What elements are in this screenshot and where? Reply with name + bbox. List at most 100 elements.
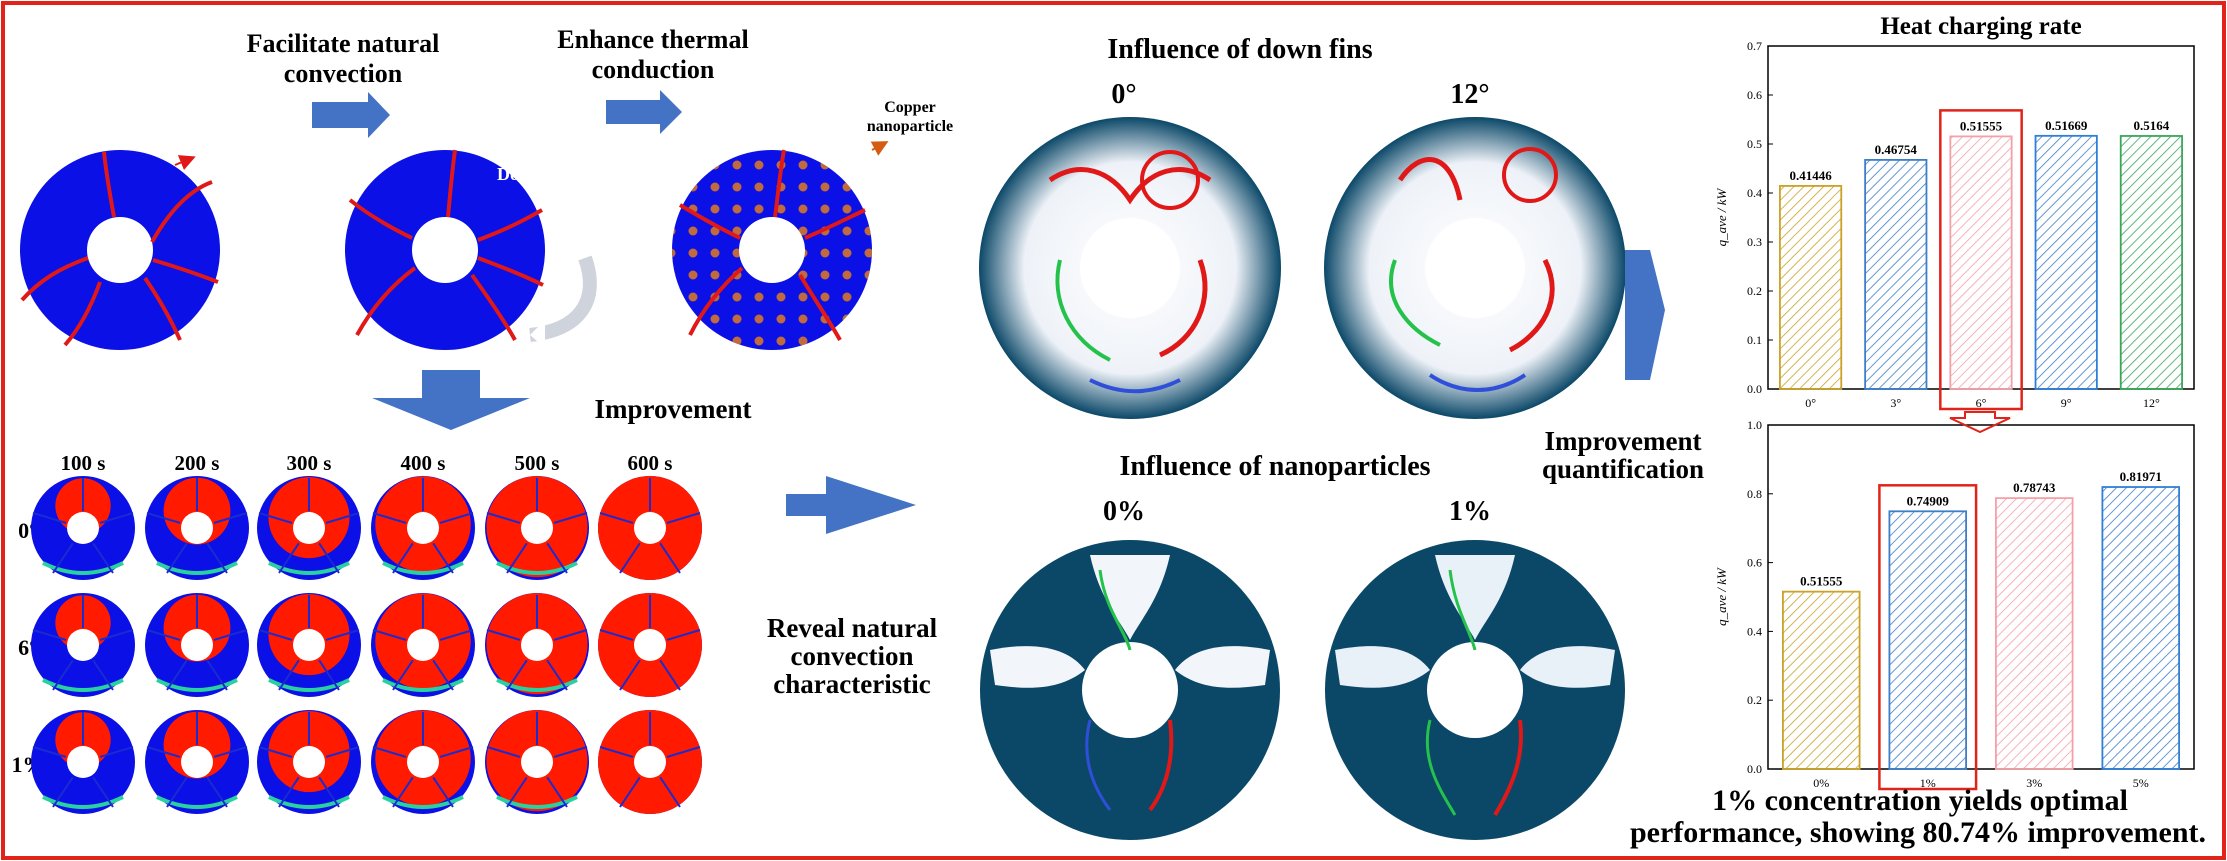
arrow-right-2 xyxy=(606,90,682,134)
disk-nanoparticles xyxy=(672,141,889,350)
bar-9° xyxy=(2034,134,2098,390)
chart-nanoparticle-concentration: 0.0 0.2 0.4 0.6 0.8 1.0 q_ave / kW 0.51555 0% 0.7… xyxy=(1714,418,2195,791)
streamline-fins-12 xyxy=(1324,117,1626,419)
fins-title: Influence of down fins xyxy=(1107,34,1372,65)
bar-12° xyxy=(2119,135,2183,390)
quant-line-2: quantification xyxy=(1542,454,1704,484)
bar-6° xyxy=(1949,135,2013,390)
facilitate-line-1: Facilitate natural xyxy=(247,29,440,58)
x-tick-label: 9° xyxy=(2061,396,2072,410)
streamline-fins-0 xyxy=(979,117,1281,419)
disk-tilted-fins xyxy=(345,149,597,350)
x-tick-label: 0° xyxy=(1805,396,1816,410)
time-label-0-4: 500 s xyxy=(515,451,560,475)
tilt-line-2: Down. xyxy=(497,164,547,184)
arrow-right-1 xyxy=(312,92,390,138)
bar-value-label: 0.5164 xyxy=(2134,118,2170,133)
y-tick-label: 0.0 xyxy=(1747,762,1762,776)
y-tick-label: 0.4 xyxy=(1747,624,1762,638)
melt-snapshot xyxy=(31,593,135,697)
facilitate-line-2: convection xyxy=(284,59,403,88)
y-tick-label: 0.7 xyxy=(1747,39,1762,53)
y-axis-label: q_ave / kW xyxy=(1714,187,1729,246)
time-label-0-5: 600 s xyxy=(628,451,673,475)
bar-value-label: 0.81971 xyxy=(2120,469,2162,484)
streamline-nano-0 xyxy=(980,540,1280,840)
melt-snapshot xyxy=(145,710,249,814)
y-tick-label: 0.8 xyxy=(1747,487,1762,501)
fin-label: Fin xyxy=(205,150,230,169)
y-tick-label: 0.0 xyxy=(1747,382,1762,396)
melt-snapshot xyxy=(371,710,475,814)
bar-value-label: 0.46754 xyxy=(1875,142,1918,157)
bar-value-label: 0.41446 xyxy=(1789,168,1832,183)
highlight-link-arrow xyxy=(1949,411,2011,434)
y-tick-label: 0.6 xyxy=(1747,556,1762,570)
melt-snapshot xyxy=(598,710,702,814)
y-tick-label: 0.2 xyxy=(1747,693,1762,707)
melt-snapshot xyxy=(257,593,361,697)
time-label-0-3: 400 s xyxy=(401,451,446,475)
bar-value-label: 0.51555 xyxy=(1960,118,2003,133)
enhance-line-2: conduction xyxy=(592,55,715,84)
reveal-line-3: characteristic xyxy=(773,669,930,699)
tilt-line-1: Fins tilt xyxy=(495,139,555,159)
fins-label-12: 12° xyxy=(1450,79,1489,110)
y-tick-label: 1.0 xyxy=(1747,418,1762,432)
chart-title: Heat charging rate xyxy=(1880,13,2081,40)
fins-label-0: 0° xyxy=(1111,79,1136,110)
arrow-right-charts xyxy=(1625,250,1665,380)
enhance-line-1: Enhance thermal xyxy=(557,25,748,54)
arrow-down-improvement xyxy=(372,370,530,430)
bar-value-label: 0.51669 xyxy=(2045,118,2088,133)
copper-line-2: nanoparticle xyxy=(867,118,953,135)
time-label-0-2: 300 s xyxy=(287,451,332,475)
melt-snapshot xyxy=(598,476,702,580)
melt-snapshot xyxy=(485,476,589,580)
bar-value-label: 0.78743 xyxy=(2013,480,2056,495)
streamline-nano-1 xyxy=(1325,540,1625,840)
bar-value-label: 0.51555 xyxy=(1800,574,1843,589)
melt-snapshot xyxy=(145,593,249,697)
bar-0% xyxy=(1782,590,1861,770)
melt-snapshot xyxy=(598,593,702,697)
melt-snapshot xyxy=(31,476,135,580)
nano-title: Influence of nanoparticles xyxy=(1119,451,1430,482)
melt-snapshot xyxy=(31,710,135,814)
x-tick-label: 12° xyxy=(2143,396,2160,410)
reveal-line-1: Reveal natural xyxy=(767,613,938,643)
highlight-box xyxy=(1939,109,2023,411)
y-axis-label: q_ave / kW xyxy=(1714,567,1729,626)
copper-line-1: Copper xyxy=(884,99,936,116)
melt-snapshot xyxy=(485,710,589,814)
y-tick-label: 0.4 xyxy=(1747,186,1762,200)
x-tick-label: 5% xyxy=(2133,776,2149,790)
x-tick-label: 6° xyxy=(1976,396,1987,410)
y-tick-label: 0.2 xyxy=(1747,284,1762,298)
bar-value-label: 0.74909 xyxy=(1907,493,1950,508)
arrow-right-middle xyxy=(786,476,916,534)
bar-3° xyxy=(1864,159,1928,390)
y-tick-label: 0.5 xyxy=(1747,137,1762,151)
conclusion-line-2: performance, showing 80.74% improvement. xyxy=(1630,816,2206,849)
melt-snapshot xyxy=(145,476,249,580)
melt-snapshot xyxy=(371,593,475,697)
reveal-line-2: convection xyxy=(791,641,914,671)
melt-snapshot xyxy=(485,593,589,697)
nano-label-0: 0% xyxy=(1103,496,1145,527)
melt-snapshot xyxy=(257,476,361,580)
x-tick-label: 1% xyxy=(1920,776,1936,790)
nano-label-1: 1% xyxy=(1449,496,1491,527)
x-tick-label: 3% xyxy=(2026,776,2042,790)
melt-snapshot xyxy=(371,476,475,580)
x-tick-label: 0% xyxy=(1813,776,1829,790)
improvement-label: Improvement xyxy=(595,394,752,424)
y-tick-label: 0.3 xyxy=(1747,235,1762,249)
x-tick-label: 3° xyxy=(1890,396,1901,410)
quant-line-1: Improvement xyxy=(1545,426,1702,456)
bar-5% xyxy=(2101,486,2180,770)
